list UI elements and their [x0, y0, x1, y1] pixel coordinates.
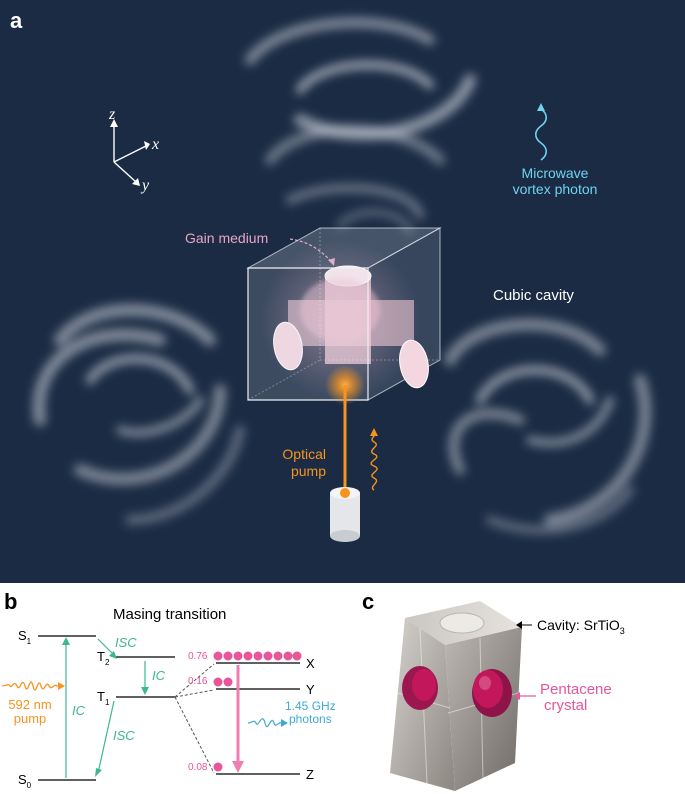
panel-a: a z x y Micr: [0, 0, 685, 583]
t1-sublevel-connections: [174, 663, 215, 774]
population-x: 0.76: [188, 651, 208, 662]
pump-wave-icon: [1, 681, 65, 691]
population-dots-x: [213, 651, 302, 661]
microwave-photon-icon: [534, 103, 548, 161]
vortex-top: [245, 17, 476, 234]
vortex-left: [32, 304, 245, 525]
optical-fiber: [330, 487, 360, 542]
isc-arrow-top: [97, 638, 115, 656]
label-isc-bottom: ISC: [113, 728, 135, 743]
vortex-label-line2: vortex photon: [513, 181, 598, 197]
sublevel-label-y: Y: [306, 682, 315, 697]
panel-a-illustration: a z x y Micr: [10, 8, 652, 542]
label-ic-left: IC: [72, 703, 86, 718]
axis-label-x: x: [151, 136, 159, 153]
population-dots-z: [213, 762, 223, 772]
microwave-photon-emission-icon: [247, 718, 288, 728]
crystal-label-line2: crystal: [544, 697, 587, 714]
axis-label-z: z: [108, 106, 116, 123]
coordinate-axes: [110, 119, 150, 186]
crystal-label-line1: Pentacene: [540, 681, 612, 698]
panel-c-photo: c Cavity: SrTiO3 Pentacene crystal: [362, 589, 625, 791]
pump-label-line1: 592 nm: [8, 697, 51, 712]
optical-pump-label-line1: Optical: [282, 446, 326, 462]
population-y: 0.16: [188, 676, 208, 687]
crystal-pointer-head: [514, 692, 520, 700]
level-label-t1: T1: [97, 689, 110, 707]
optical-photon-icon: [370, 428, 378, 491]
sublevel-label-x: X: [306, 656, 315, 671]
ic-arrowhead-mid: [141, 687, 149, 695]
excitation-arrowhead: [62, 637, 70, 645]
panel-b-energy-diagram: b Masing transition S1 T2 T1 S0 IC ISC I…: [1, 589, 336, 790]
vortex-right: [444, 318, 652, 535]
label-ic-mid: IC: [152, 668, 166, 683]
cubic-cavity-label: Cubic cavity: [493, 287, 574, 304]
cavity-pointer-head: [516, 621, 522, 629]
optical-pump-label-line2: pump: [291, 463, 326, 479]
level-label-t2: T2: [97, 649, 110, 667]
sublevel-label-z: Z: [306, 767, 314, 782]
masing-arrowhead: [232, 761, 244, 773]
gain-medium-cross: [273, 265, 429, 389]
pump-label-line2: pump: [14, 711, 47, 726]
photon-label-line1: 1.45 GHz: [285, 699, 336, 713]
cavity-material-label: Cavity: SrTiO3: [537, 617, 625, 636]
masing-transition-title: Masing transition: [113, 606, 226, 623]
isc-arrowhead-bottom: [95, 768, 102, 777]
label-isc-top: ISC: [115, 635, 137, 650]
isc-arrow-bottom: [97, 700, 115, 774]
srtio3-cube-photo: [390, 601, 522, 791]
photon-label-line2: photons: [289, 712, 332, 726]
level-label-s0: S0: [18, 772, 32, 790]
vortex-label-line1: Microwave: [522, 165, 589, 181]
population-dots-y: [213, 677, 233, 687]
population-z: 0.08: [188, 762, 208, 773]
panel-letter-b: b: [4, 589, 17, 614]
level-label-s1: S1: [18, 628, 32, 646]
gain-medium-label: Gain medium: [185, 230, 268, 246]
axis-label-y: y: [140, 177, 150, 194]
isc-arrowhead-top: [109, 651, 117, 659]
panel-letter-c: c: [362, 589, 374, 614]
panel-letter-a: a: [10, 8, 23, 33]
